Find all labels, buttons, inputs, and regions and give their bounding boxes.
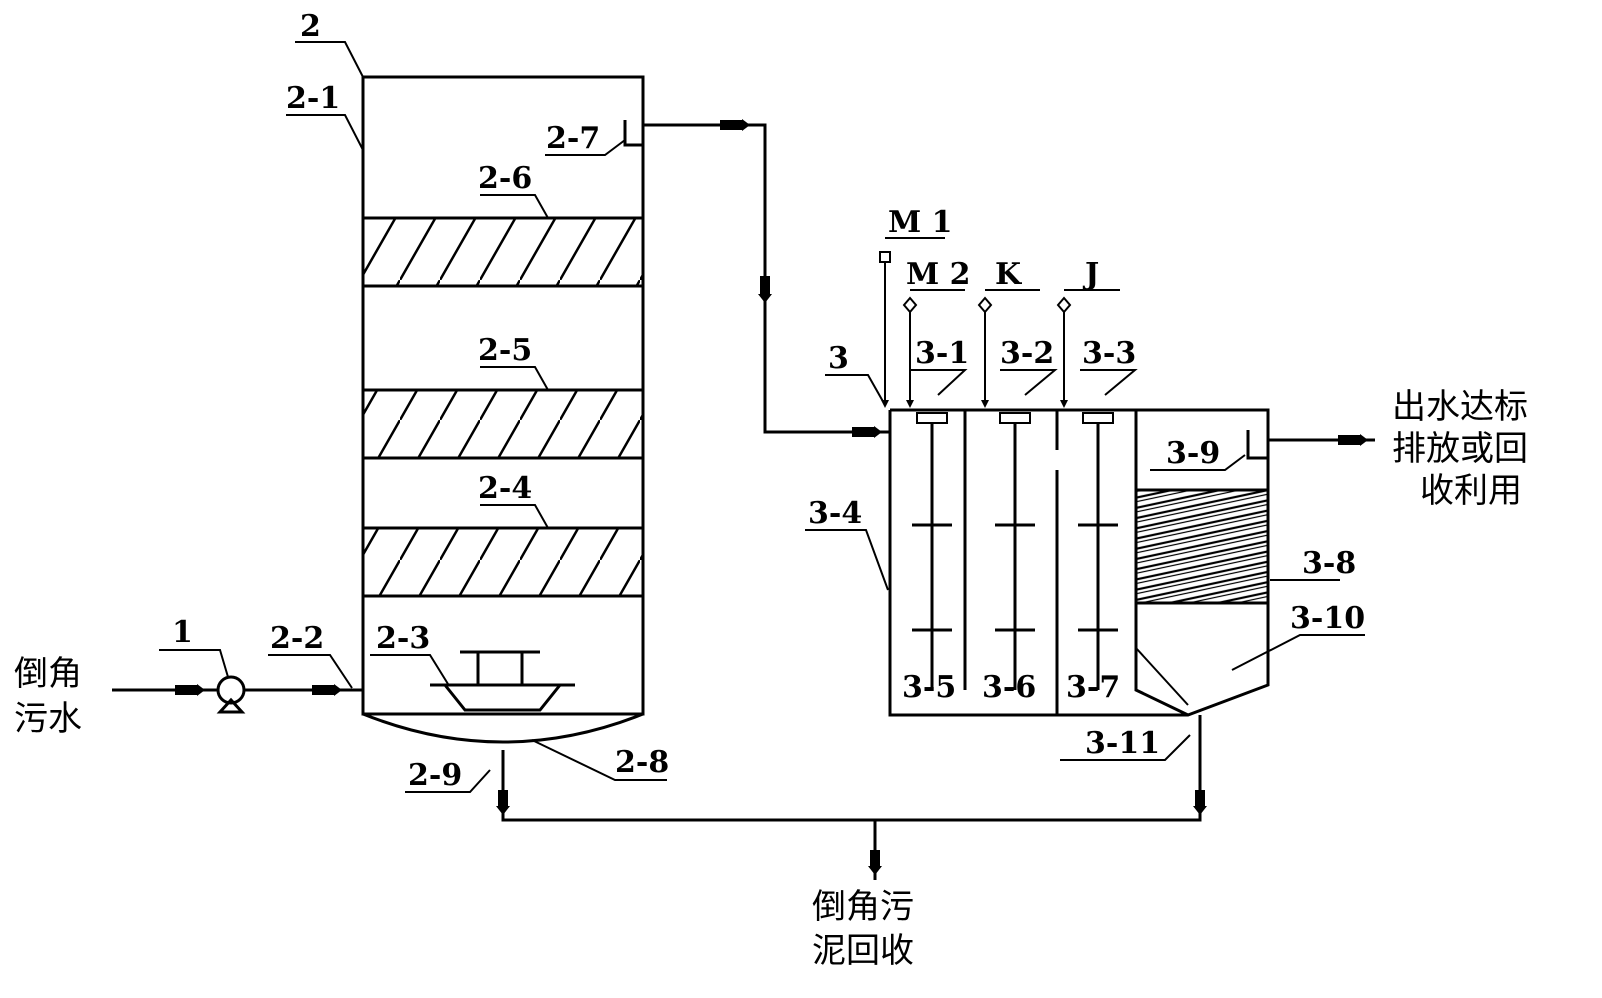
- flow-arrow-icon: [758, 294, 772, 303]
- packing-layer-2-4: [361, 526, 645, 598]
- treatment-tank-3: [879, 251, 1270, 717]
- label-2-3: 2-3: [376, 621, 430, 656]
- flow-arrow-icon: [870, 850, 880, 866]
- label-2-9: 2-9: [408, 758, 462, 793]
- dosing-line-j: [1056, 296, 1072, 408]
- outlet-pipeline: [1268, 434, 1375, 446]
- component-labels: 1 2 2-1 2-2 2-3 2-4 2-5 2-6 2-7 2-8 2-9 …: [172, 9, 1365, 793]
- water-distributor-2-3: [430, 650, 575, 712]
- leader-lines: [159, 41, 1365, 793]
- flow-arrow-icon: [868, 866, 882, 875]
- label-3-11: 3-11: [1085, 726, 1160, 761]
- label-m2: M 2: [906, 257, 971, 292]
- dosing-line-m2: [902, 296, 918, 408]
- stirrer-3-7: [1078, 412, 1118, 690]
- label-2-2: 2-2: [270, 621, 324, 656]
- packing-layer-2-5: [361, 388, 645, 460]
- inlet-pipeline: [112, 675, 363, 714]
- label-2-8: 2-8: [615, 745, 669, 780]
- sludge-hopper: [1134, 603, 1189, 717]
- label-3-6: 3-6: [982, 670, 1036, 705]
- sludge-pipeline: [496, 715, 1207, 880]
- label-1: 1: [172, 615, 193, 650]
- label-2-7: 2-7: [546, 121, 600, 156]
- flow-arrow-icon: [742, 119, 750, 131]
- label-2-4: 2-4: [478, 471, 532, 506]
- overflow-weir-3-9: [1246, 430, 1268, 460]
- stirrer-3-5: [912, 412, 952, 690]
- dosing-line-k: [977, 296, 993, 408]
- outlet-label-line2: 排放或回: [1392, 429, 1528, 469]
- label-3-1: 3-1: [915, 336, 969, 371]
- label-3-2: 3-2: [1000, 336, 1054, 371]
- overflow-weir-2-7: [623, 120, 643, 147]
- inlet-label-line1: 倒角: [14, 654, 82, 694]
- label-k: K: [995, 257, 1022, 292]
- stream-labels: 倒角 污水 出水达标 排放或回 收利用 倒角污 泥回收: [14, 387, 1528, 971]
- filter-media-3-8: [1134, 488, 1270, 605]
- label-2-1: 2-1: [286, 81, 340, 116]
- label-3: 3: [828, 341, 849, 376]
- flow-arrow-icon: [1338, 435, 1360, 445]
- flow-arrow-icon: [852, 427, 874, 437]
- label-m1: M 1: [888, 205, 953, 240]
- outlet-label-line1: 出水达标: [1392, 387, 1528, 427]
- flow-arrow-icon: [312, 685, 334, 695]
- flow-arrow-icon: [496, 806, 510, 815]
- flow-arrow-icon: [498, 790, 508, 806]
- label-3-3: 3-3: [1082, 336, 1136, 371]
- dosing-line-m1: [879, 251, 891, 408]
- label-3-8: 3-8: [1302, 546, 1356, 581]
- inlet-label-line2: 污水: [14, 699, 82, 739]
- label-2: 2: [300, 9, 321, 44]
- flow-arrow-icon: [720, 120, 742, 130]
- flow-arrow-icon: [1193, 806, 1207, 815]
- flow-arrow-icon: [760, 276, 770, 294]
- flow-arrow-icon: [1195, 790, 1205, 806]
- label-2-5: 2-5: [478, 333, 532, 368]
- flow-arrow-icon: [197, 684, 205, 696]
- tower-conical-bottom: [362, 712, 644, 744]
- flow-arrow-icon: [1360, 434, 1368, 446]
- reactor-tower-2: [361, 75, 645, 744]
- packing-layer-2-6: [361, 216, 645, 288]
- pump-base-icon: [216, 697, 246, 714]
- label-3-7: 3-7: [1066, 670, 1120, 705]
- label-3-10: 3-10: [1290, 601, 1365, 636]
- stirrer-3-6: [995, 412, 1035, 690]
- label-3-5: 3-5: [902, 670, 956, 705]
- label-3-9: 3-9: [1166, 436, 1220, 471]
- flow-arrow-icon: [334, 684, 342, 696]
- outlet-label-line3: 收利用: [1420, 471, 1522, 511]
- transfer-pipeline: [643, 119, 890, 438]
- label-j: J: [1082, 257, 1099, 292]
- flow-arrow-icon: [175, 685, 197, 695]
- label-3-4: 3-4: [808, 496, 862, 531]
- flow-arrow-icon: [874, 426, 882, 438]
- sludge-label-line1: 倒角污: [812, 887, 914, 927]
- sludge-label-line2: 泥回收: [812, 931, 914, 971]
- label-2-6: 2-6: [478, 161, 532, 196]
